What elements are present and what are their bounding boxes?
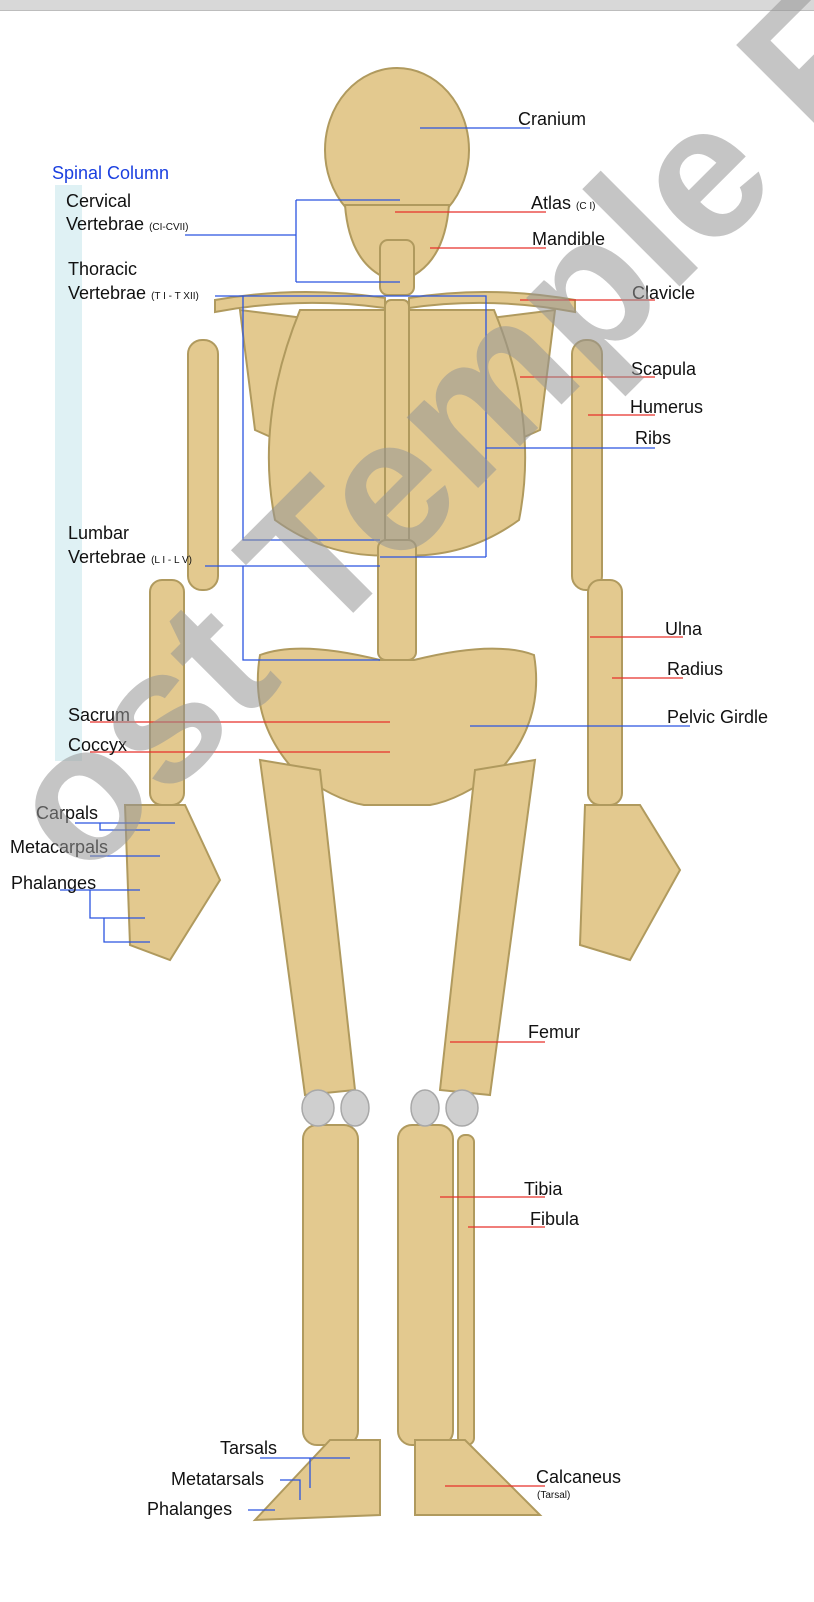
label-cranium: Cranium (518, 108, 586, 130)
femur-left (260, 760, 355, 1095)
label-phalanges-foot: Phalanges (147, 1498, 232, 1520)
label-lumbar-text: Vertebrae (68, 547, 146, 567)
knee-cap-left-a (302, 1090, 334, 1126)
label-thoracic-sub: (T I - T XII) (151, 291, 199, 302)
label-humerus: Humerus (630, 396, 703, 418)
label-ribs: Ribs (635, 427, 671, 449)
label-metatarsals: Metatarsals (171, 1468, 264, 1490)
hand-right (580, 805, 680, 960)
label-calcaneus-sub: (Tarsal) (537, 1485, 570, 1507)
spinal-column-heading: Spinal Column (52, 162, 169, 184)
clavicle-left (215, 292, 385, 312)
label-tarsals: Tarsals (220, 1437, 277, 1459)
label-thoracic-line2: Vertebrae (T I - T XII) (68, 282, 199, 308)
tibia-right (398, 1125, 453, 1445)
label-cervical-line2: Vertebrae (CI-CVII) (66, 213, 189, 239)
label-thoracic-line1: Thoracic (68, 258, 137, 280)
label-tibia: Tibia (524, 1178, 562, 1200)
foot-right (415, 1440, 540, 1515)
label-femur: Femur (528, 1021, 580, 1043)
label-radius: Radius (667, 658, 723, 680)
fibula-right (458, 1135, 474, 1445)
label-cervical-sub: (CI-CVII) (149, 222, 188, 233)
label-thoracic-text: Vertebrae (68, 283, 146, 303)
forearm-right (588, 580, 622, 805)
label-cervical-text: Vertebrae (66, 214, 144, 234)
cervical-bone (380, 240, 414, 295)
label-fibula: Fibula (530, 1208, 579, 1230)
label-ulna: Ulna (665, 618, 702, 640)
femur-right (440, 760, 535, 1095)
label-cervical-line1: Cervical (66, 190, 131, 212)
tibia-left (303, 1125, 358, 1445)
label-lumbar-line1: Lumbar (68, 522, 129, 544)
knee-cap-right-a (411, 1090, 439, 1126)
label-pelvic-girdle: Pelvic Girdle (667, 706, 768, 728)
knee-cap-right-b (446, 1090, 478, 1126)
knee-cap-left-b (341, 1090, 369, 1126)
